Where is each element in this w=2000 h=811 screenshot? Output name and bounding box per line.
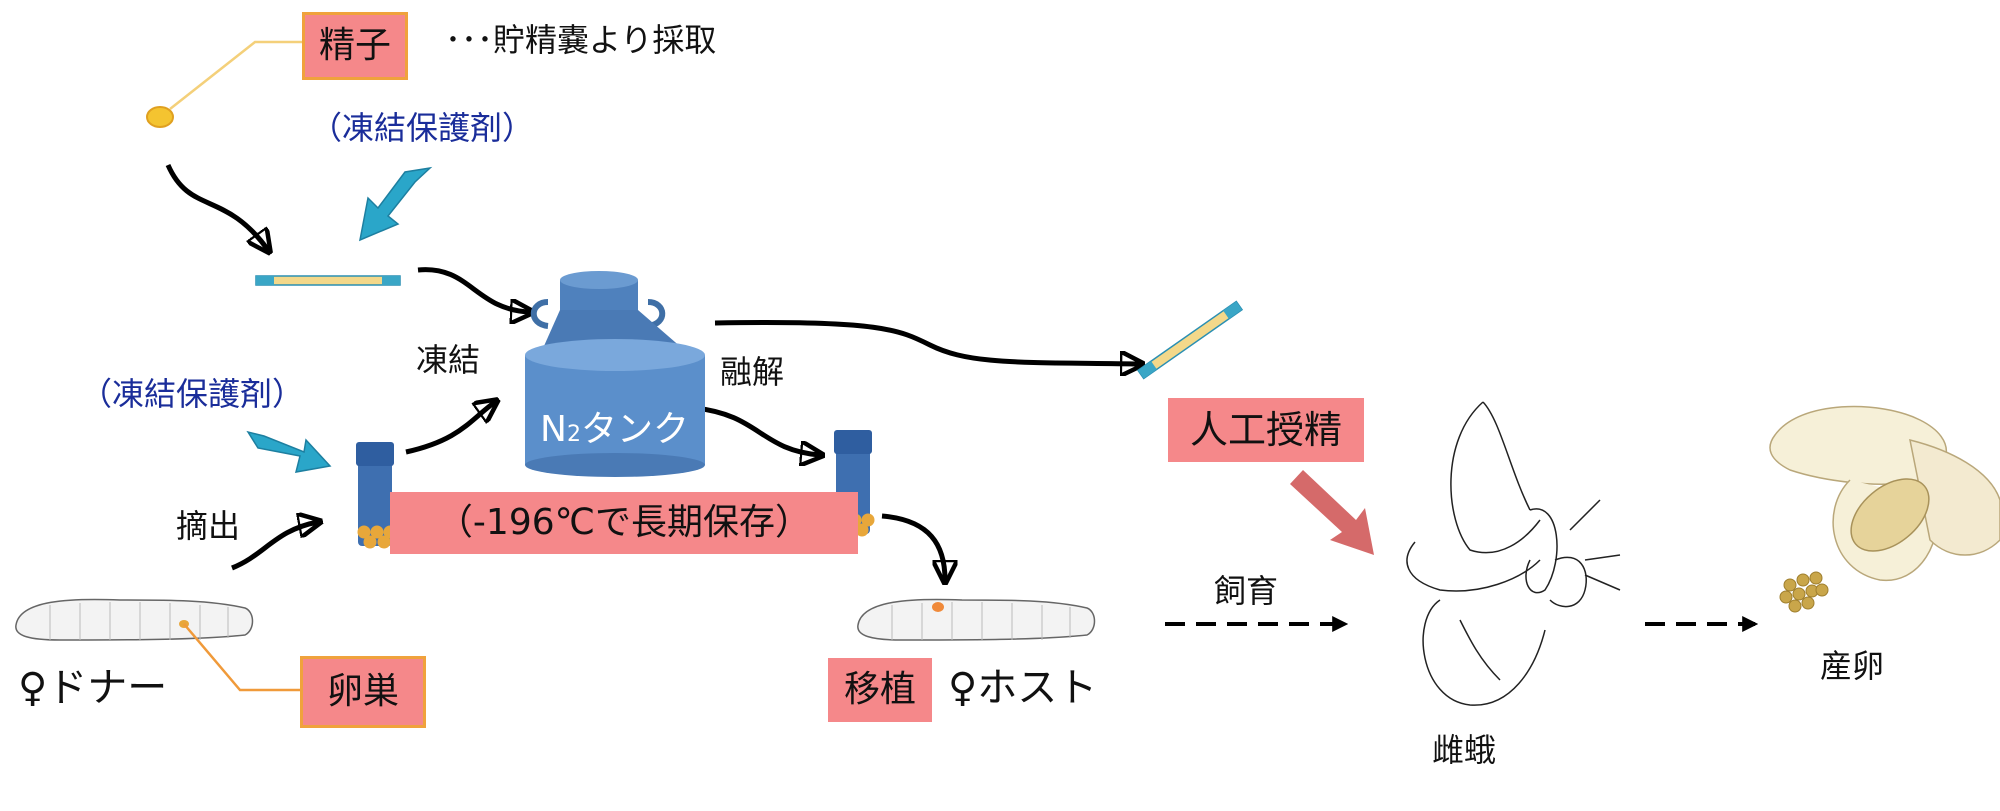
thaw-label: 融解 [720,353,785,391]
silkworm-host [857,598,1096,641]
blue-arrow-top [359,166,433,242]
donor-label: ♀ドナー [18,665,168,711]
pink-arrow [1290,470,1374,555]
silkworm-donor [15,598,300,692]
arrow-tank-to-straw [714,319,1140,364]
insemination-label: 人工授精 [1189,408,1342,452]
arrow-straw-to-tank [417,267,530,312]
arrow-vial-to-host [881,513,945,580]
arrow-tank-to-vial [694,405,820,455]
straw-top [255,275,401,286]
ovary-label: 卵巣 [326,671,399,712]
cryoprotectant-left: （凍結保護剤） [80,375,305,413]
female-moth [1406,401,1621,706]
female-moth-label: 雌蛾 [1432,731,1497,769]
sperm-label-box: 精子 [302,12,408,80]
rearing-label: 飼育 [1214,572,1279,610]
sperm-note: ･･･貯精嚢より採取 [445,21,717,59]
n2-tank [525,271,705,477]
storage-label: （-196℃で長期保存） [436,502,812,543]
freeze-label: 凍結 [416,341,481,379]
tank-label-sub: 2 [566,422,581,447]
transplant-label-box: 移植 [828,658,932,722]
blue-arrow-left [246,430,332,473]
vial-left [356,442,397,549]
sperm-cell [146,40,302,128]
host-label: ♀ホスト [948,665,1098,711]
oviposition-moth [1769,405,2000,613]
straw-right [1136,300,1244,380]
insemination-label-box: 人工授精 [1168,398,1364,462]
arrow-extract [231,522,318,571]
tank-label-n: N [540,409,567,450]
arrow-sperm-to-straw [165,163,268,250]
sperm-label: 精子 [318,25,391,66]
tank-label-rest: タンク [580,409,689,450]
transplant-label: 移植 [843,669,916,710]
oviposition-label: 産卵 [1820,647,1885,685]
extract-label: 摘出 [176,507,241,545]
ovary-label-box: 卵巣 [300,656,426,728]
cryoprotectant-top: （凍結保護剤） [310,109,535,147]
arrow-vial-to-tank [405,402,495,455]
n2-tank-label: N2タンク [540,412,689,448]
storage-label-box: （-196℃で長期保存） [390,492,858,554]
